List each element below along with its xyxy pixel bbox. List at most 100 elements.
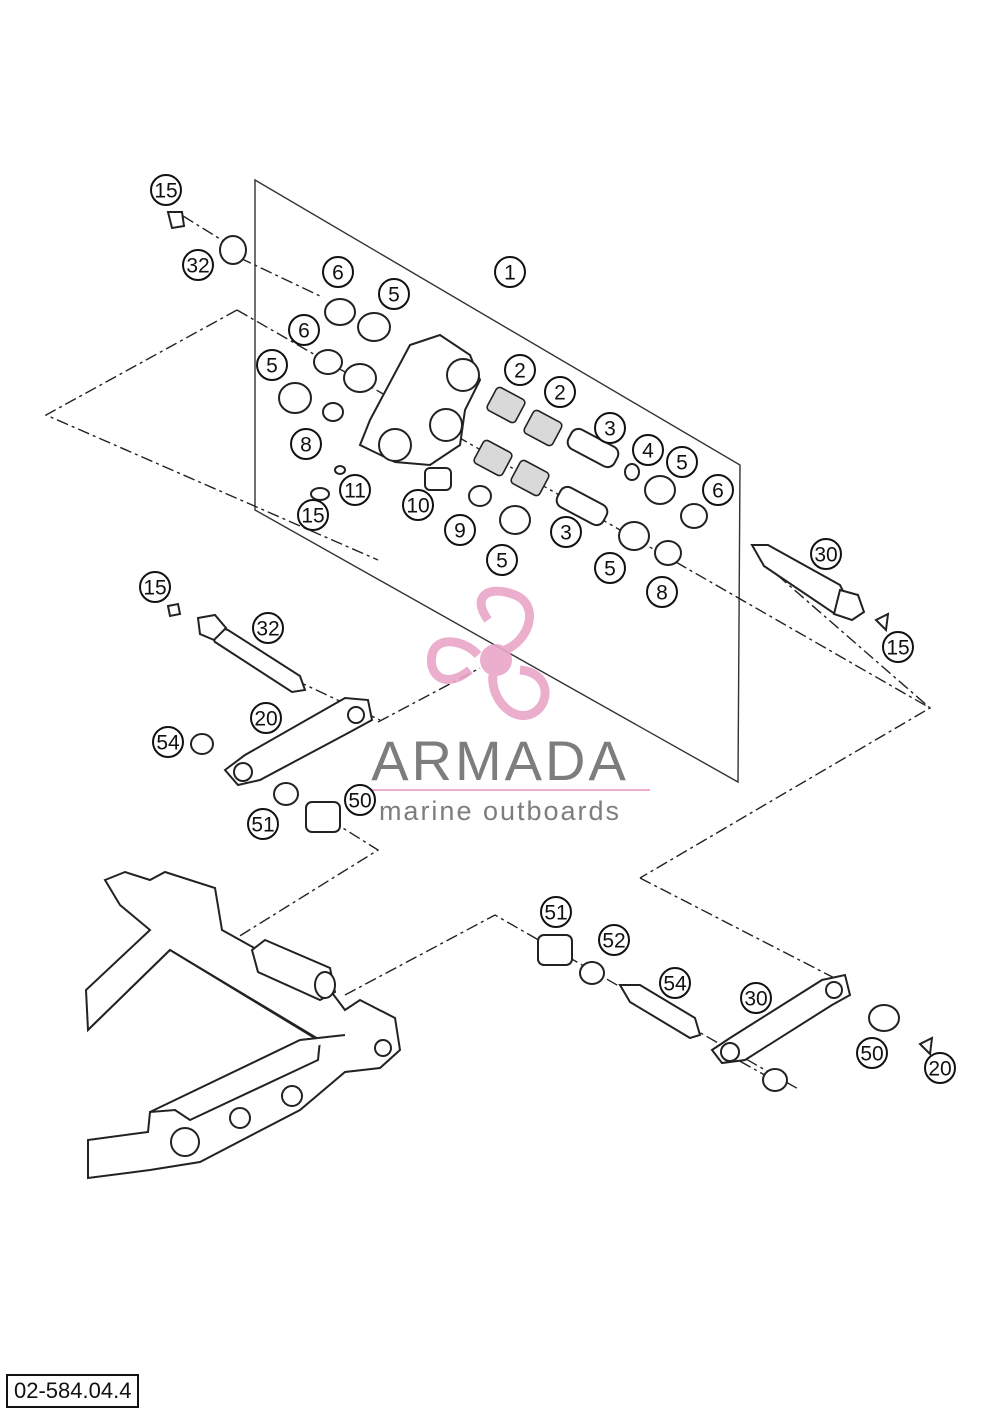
callout-number: 20 [928,1058,951,1081]
callout-8: 8 [290,428,322,460]
callout-6: 6 [288,314,320,346]
callout-2: 2 [504,354,536,386]
watermark-tagline: marine outboards [379,796,621,826]
callout-number: 52 [602,930,625,953]
callout-circle [256,349,288,381]
swing-arm [84,870,402,1180]
callout-circle [924,1052,956,1084]
callout-circle [150,174,182,206]
callout-6: 6 [322,256,354,288]
callout-51: 51 [540,896,572,928]
callout-circle [247,808,279,840]
callout-5: 5 [666,446,698,478]
bearing-parts [278,298,708,566]
callout-number: 51 [251,814,274,837]
callout-54: 54 [659,967,691,999]
callout-11: 11 [339,474,371,506]
callout-circle [646,576,678,608]
callout-number: 5 [266,355,278,378]
callout-circle [252,612,284,644]
callout-number: 54 [156,732,180,755]
callout-circle [322,256,354,288]
callout-3: 3 [594,412,626,444]
callout-1: 1 [494,256,526,288]
callout-number: 5 [604,558,616,581]
callout-4: 4 [632,434,664,466]
callout-20: 20 [250,702,282,734]
callout-circle [504,354,536,386]
bolts [196,544,866,1040]
callout-circle [378,278,410,310]
callout-50: 50 [344,784,376,816]
callout-circle [402,489,434,521]
callout-number: 15 [301,505,324,528]
callout-number: 6 [712,480,724,503]
callout-52: 52 [598,924,630,956]
callout-number: 3 [560,522,572,545]
callout-circle [540,896,572,928]
linkage-rocker [358,333,482,467]
callout-circle [882,631,914,663]
callout-3: 3 [550,516,582,548]
callout-circle [288,314,320,346]
assembly-frame [254,178,741,784]
callout-number: 3 [604,418,616,441]
callout-51: 51 [247,808,279,840]
callout-circle [344,784,376,816]
watermark: ARMADA marine outboards [350,586,650,826]
callout-number: 9 [454,520,466,543]
callout-circle [444,514,476,546]
callout-50: 50 [856,1037,888,1069]
callout-number: 50 [860,1043,883,1066]
callout-circle [740,982,772,1014]
callout-number: 6 [332,262,344,285]
callout-number: 8 [656,582,668,605]
callout-8: 8 [646,576,678,608]
callout-circle [594,552,626,584]
callout-circle [290,428,322,460]
watermark-brand: ARMADA [371,729,629,792]
callout-15: 15 [882,631,914,663]
callout-circle [598,924,630,956]
callout-number: 32 [256,618,279,641]
callout-number: 8 [300,434,312,457]
callout-5: 5 [594,552,626,584]
callout-circle [632,434,664,466]
callout-number: 5 [388,284,400,307]
callout-2: 2 [544,376,576,408]
callout-circle [666,446,698,478]
callout-10: 10 [402,489,434,521]
callout-number: 54 [663,973,687,996]
callout-circle [152,726,184,758]
callout-15: 15 [150,174,182,206]
callout-circle [494,256,526,288]
connecting-rods [223,696,852,1065]
callout-circle [486,544,518,576]
callout-number: 5 [496,550,508,573]
callout-number: 1 [504,262,516,285]
callout-circle [339,474,371,506]
callout-15: 15 [139,571,171,603]
callout-number: 11 [344,480,366,503]
callout-number: 6 [298,320,310,343]
callout-circle [856,1037,888,1069]
leader-lines [44,215,932,1091]
callout-number: 15 [886,637,909,660]
callout-number: 2 [554,382,566,405]
callout-circle [594,412,626,444]
small-hardware [166,211,934,1092]
callout-6: 6 [702,474,734,506]
callout-circle [182,249,214,281]
callout-number: 30 [814,544,837,567]
drawing-code-label: 02-584.04.4 [6,1374,140,1408]
callout-32: 32 [252,612,284,644]
callout-circle [297,499,329,531]
callout-15: 15 [297,499,329,531]
callout-number: 4 [642,440,654,463]
callout-circle [550,516,582,548]
callout-5: 5 [256,349,288,381]
callout-number: 50 [348,790,371,813]
callout-number: 15 [143,577,166,600]
callout-number: 10 [406,495,429,518]
